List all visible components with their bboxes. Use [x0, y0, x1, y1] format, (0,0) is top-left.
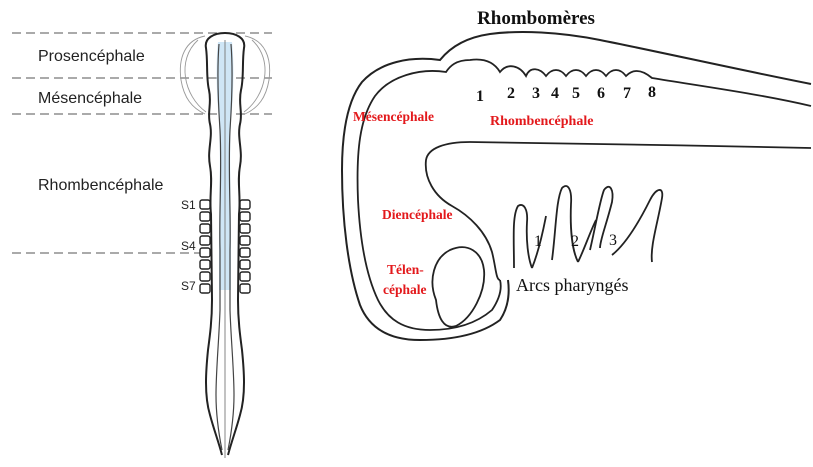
somite: [240, 284, 250, 293]
ectoderm-fold-left-inner: [185, 40, 206, 112]
somite: [200, 224, 210, 233]
arch-numbers: 1 2 3: [534, 232, 617, 250]
rhombomere-number: 6: [597, 85, 605, 102]
label-arcs-pharynges: Arcs pharyngés: [516, 275, 628, 295]
pharyngeal-arch-4-shape: [612, 190, 662, 262]
rhombomere-numbers: 1 2 3 4 5 6 7 8: [476, 84, 656, 105]
arch-number: 2: [571, 233, 579, 250]
somite: [240, 212, 250, 221]
rhombomere-number: 5: [572, 85, 580, 102]
somite: [200, 284, 210, 293]
somite: [200, 248, 210, 257]
pharyngeal-arch-2-shape: [552, 186, 578, 262]
somite: [240, 260, 250, 269]
label-telencephale-line1: Télen-: [387, 262, 424, 277]
somite: [200, 260, 210, 269]
label-rhombencephale-lateral: Rhombencéphale: [490, 114, 593, 129]
label-prosencephale: Prosencéphale: [38, 48, 145, 65]
somite: [200, 212, 210, 221]
somite: [200, 272, 210, 281]
pharyngeal-arch-2-groove: [578, 220, 596, 262]
embryo-brain-lateral-view: Rhombomères 1 2 3 4 5 6 7 8 Mésencéphale…: [342, 8, 811, 340]
somite: [200, 200, 210, 209]
label-somite-s7: S7: [181, 279, 196, 293]
somite: [240, 200, 250, 209]
rhombomere-number: 2: [507, 85, 515, 102]
somite: [240, 248, 250, 257]
rhombomere-number: 3: [532, 85, 540, 102]
label-mesencephale: Mésencéphale: [38, 90, 142, 107]
label-somite-s1: S1: [181, 198, 196, 212]
label-diencephale: Diencéphale: [382, 207, 453, 222]
neural-tube-dorsal-view: Prosencéphale Mésencéphale Rhombencéphal…: [12, 33, 272, 458]
optic-vesicle: [432, 247, 484, 327]
rhombomere-number: 4: [551, 85, 559, 102]
somite: [240, 236, 250, 245]
rhombomere-number: 7: [623, 85, 631, 102]
somite: [200, 236, 210, 245]
pharyngeal-arches: [514, 186, 663, 268]
label-telencephale-line2: céphale: [383, 282, 427, 297]
label-mesencephale-lateral: Mésencéphale: [353, 109, 434, 124]
ectoderm-fold-right: [245, 36, 270, 114]
ectoderm-fold-right-inner: [244, 40, 265, 112]
pharynx-roof: [426, 142, 811, 280]
rhombomere-number: 1: [476, 88, 484, 105]
pharyngeal-arch-1-shape: [514, 205, 532, 268]
label-rhombencephale: Rhombencéphale: [38, 177, 164, 194]
label-somite-s4: S4: [181, 239, 196, 253]
somite: [240, 224, 250, 233]
arch-number: 1: [534, 233, 542, 250]
title-rhombomeres: Rhombomères: [477, 8, 595, 29]
somite: [240, 272, 250, 281]
arch-number: 3: [609, 232, 617, 249]
ectoderm-fold-left: [180, 36, 205, 114]
rhombomere-number: 8: [648, 84, 656, 101]
